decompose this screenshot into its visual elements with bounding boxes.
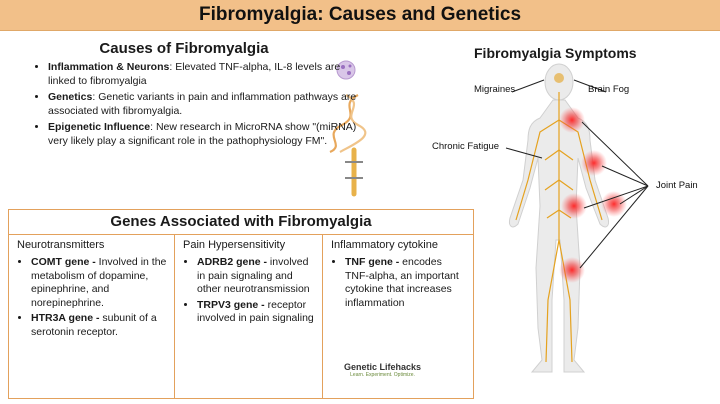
gene-text: involved in pain signaling and other neu… xyxy=(197,256,310,295)
pain-spot-wrist xyxy=(601,191,627,217)
genes-section: Genes Associated with Fibromyalgia Neuro… xyxy=(8,209,474,399)
gene-name: COMT gene - xyxy=(31,256,96,268)
label-migraines: Migraines xyxy=(474,84,516,95)
gene-name: ADRB2 gene - xyxy=(197,256,268,268)
gene-text: subunit of a serotonin receptor. xyxy=(31,312,157,338)
list-item: Genetics: Genetic variants in pain and i… xyxy=(48,91,364,118)
list-item: TNF gene - encodes TNF-alpha, an importa… xyxy=(345,256,467,310)
logo-tagline: Learn. Experiment. Optimize. xyxy=(350,372,415,378)
item-text: : Genetic variants in pain and inflammat… xyxy=(48,91,357,117)
gene-text: encodes TNF-alpha, an important cytokine… xyxy=(345,256,459,309)
list-item: Epigenetic Influence: New research in Mi… xyxy=(48,121,364,148)
item-term: Inflammation & Neurons xyxy=(48,61,170,73)
label-brain-fog: Brain Fog xyxy=(588,84,630,95)
genes-column-neurotransmitters: Neurotransmitters COMT gene - Involved i… xyxy=(9,235,174,399)
pain-spot-elbow xyxy=(581,150,607,176)
pain-spot-shoulder xyxy=(559,107,585,133)
symptoms-heading: Fibromyalgia Symptoms xyxy=(474,45,637,61)
gene-text: Involved in the metabolism of dopamine, … xyxy=(31,256,167,309)
genes-heading: Genes Associated with Fibromyalgia xyxy=(9,210,473,235)
pain-spot-hip xyxy=(561,193,587,219)
genes-column-inflammatory: Inflammatory cytokine TNF gene - encodes… xyxy=(322,235,473,399)
neuron-icon xyxy=(345,147,363,197)
list-item: HTR3A gene - subunit of a serotonin rece… xyxy=(31,312,168,339)
column-title: Pain Hypersensitivity xyxy=(183,239,286,251)
leader-lines xyxy=(505,79,649,269)
list-item: COMT gene - Involved in the metabolism o… xyxy=(31,256,168,310)
logo: Genetic Lifehacks Learn. Experiment. Opt… xyxy=(344,362,421,378)
pain-spots xyxy=(559,107,627,283)
pain-spot-knee xyxy=(559,257,585,283)
list-item: TRPV3 gene - receptor involved in pain s… xyxy=(197,299,316,326)
item-text: : Elevated TNF-alpha, IL-8 levels are li… xyxy=(48,61,341,87)
gene-text: receptor involved in pain signaling xyxy=(197,298,314,325)
item-term: Epigenetic Influence xyxy=(48,121,151,133)
title-banner: Fibromyalgia: Causes and Genetics xyxy=(0,0,720,31)
cell-icon xyxy=(336,60,356,80)
label-chronic-fatigue: Chronic Fatigue xyxy=(432,141,500,152)
column-title: Inflammatory cytokine xyxy=(331,239,438,251)
column-title: Neurotransmitters xyxy=(17,239,105,251)
item-term: Genetics xyxy=(48,91,93,103)
body-figure xyxy=(509,63,609,373)
causes-section: Causes of Fibromyalgia Inflammation & Ne… xyxy=(34,40,364,151)
list-item: ADRB2 gene - involved in pain signaling … xyxy=(197,256,316,297)
causes-heading: Causes of Fibromyalgia xyxy=(99,40,269,57)
gene-name: TRPV3 gene - xyxy=(197,298,265,311)
gene-name: TNF gene - xyxy=(345,256,400,268)
causes-list: Inflammation & Neurons: Elevated TNF-alp… xyxy=(34,61,364,148)
dna-icon xyxy=(329,94,367,154)
label-joint-pain: Joint Pain xyxy=(656,180,698,191)
gene-name: HTR3A gene - xyxy=(31,312,100,324)
item-text: : New research in MicroRNA show "(miRNA)… xyxy=(48,121,357,147)
logo-name: Genetic Lifehacks xyxy=(344,362,422,372)
list-item: Inflammation & Neurons: Elevated TNF-alp… xyxy=(48,61,364,88)
genes-column-pain: Pain Hypersensitivity ADRB2 gene - invol… xyxy=(174,235,322,399)
page-title: Fibromyalgia: Causes and Genetics xyxy=(198,4,522,25)
